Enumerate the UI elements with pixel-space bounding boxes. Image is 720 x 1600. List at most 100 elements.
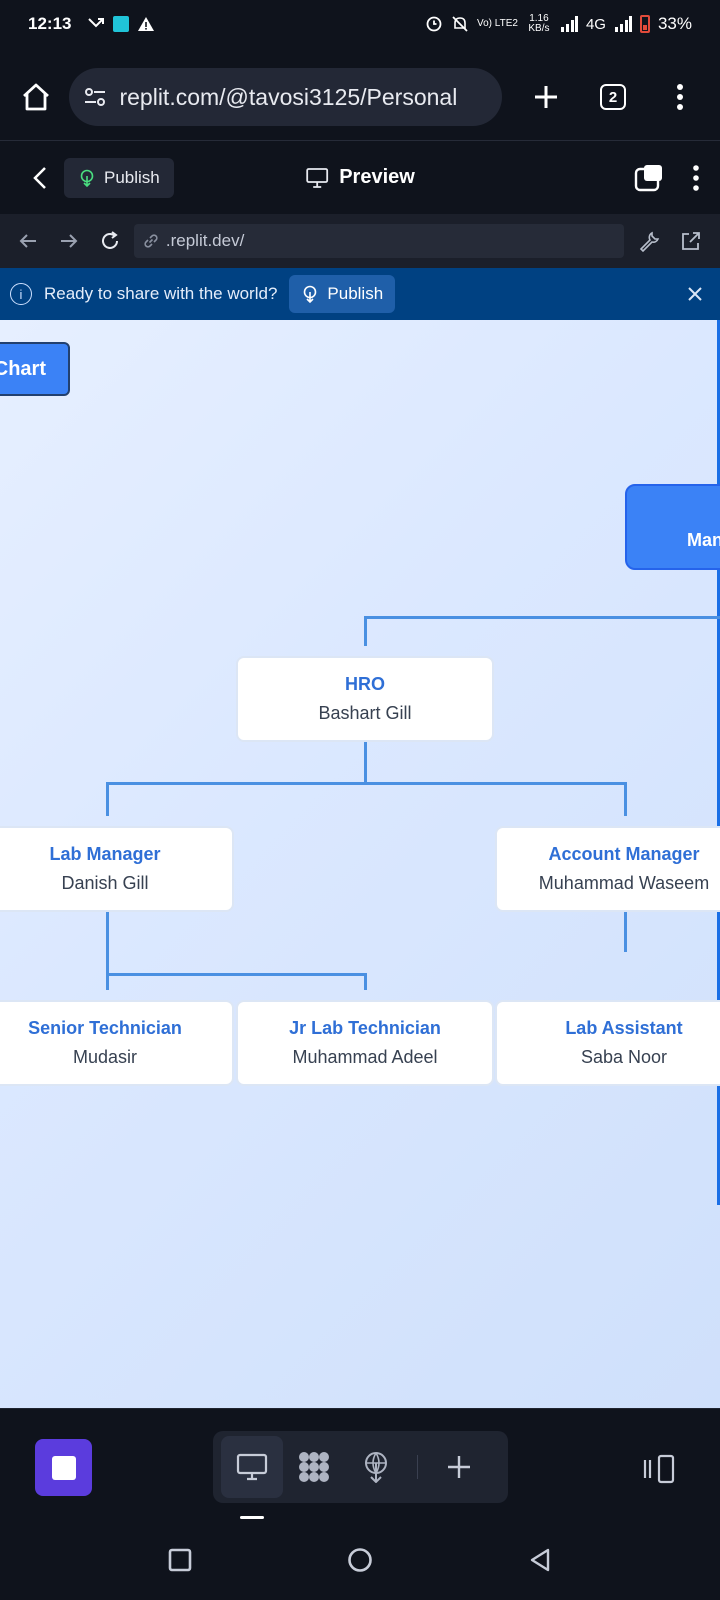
- tool-separator: [417, 1455, 418, 1479]
- node-title: Senior Technician: [28, 1018, 182, 1038]
- node-title: HRO: [345, 674, 385, 694]
- preview-canvas: Chart Man HRO Bashart Gill Lab Manager D…: [0, 320, 720, 1408]
- tab-switcher-button[interactable]: 2: [589, 73, 636, 121]
- address-bar-url: replit.com/@tavosi3125/Personal: [119, 83, 458, 110]
- connector-line: [624, 898, 627, 952]
- connector-line: [364, 616, 367, 646]
- org-node-jr-lab-technician[interactable]: Jr Lab Technician Muhammad Adeel: [236, 1000, 494, 1086]
- site-settings-icon[interactable]: [83, 85, 107, 109]
- new-tab-button[interactable]: [522, 73, 569, 121]
- panel-toggle-icon: [643, 1454, 675, 1484]
- connector-line: [106, 973, 367, 976]
- tool-switcher: [213, 1431, 508, 1503]
- stop-icon: [51, 1455, 76, 1480]
- preview-url-text: .replit.dev/: [165, 231, 245, 250]
- publish-chip-button[interactable]: Publish: [64, 157, 174, 198]
- connector-line: [106, 782, 627, 785]
- status-system-icons: Vo) LTE2 1.16 KB/s 4G 33%: [425, 14, 692, 34]
- tabs-icon[interactable]: [634, 164, 664, 192]
- org-node-hro[interactable]: HRO Bashart Gill: [236, 656, 494, 742]
- open-new-tab-button[interactable]: [674, 224, 708, 258]
- canvas-scrollbar[interactable]: [717, 320, 720, 1205]
- missed-call-icon: [88, 18, 105, 28]
- node-title: Jr Lab Technician: [289, 1018, 441, 1038]
- status-notification-icons: [87, 15, 155, 33]
- publish-globe-icon: [80, 169, 94, 187]
- preview-toolbar: .replit.dev/: [0, 214, 720, 268]
- org-node-lab-assistant[interactable]: Lab Assistant Saba Noor: [495, 1000, 720, 1086]
- home-button[interactable]: [16, 77, 55, 117]
- org-node-account-manager[interactable]: Account Manager Muhammad Waseem: [495, 826, 720, 912]
- banner-publish-button[interactable]: Publish: [289, 275, 396, 313]
- browser-menu-button[interactable]: [657, 73, 704, 121]
- add-tool-button[interactable]: [428, 1436, 490, 1498]
- publish-banner-text: Ready to share with the world?: [44, 284, 278, 303]
- address-bar[interactable]: replit.com/@tavosi3125/Personal: [69, 68, 502, 126]
- preview-url-field[interactable]: .replit.dev/: [133, 224, 624, 258]
- wrench-icon: [639, 231, 660, 252]
- org-node-senior-technician[interactable]: Senior Technician Mudasir: [0, 1000, 234, 1086]
- arrow-right-icon: [60, 234, 78, 248]
- signal-icon-2: [614, 16, 632, 32]
- plus-icon: [534, 86, 557, 108]
- connector-line: [364, 726, 367, 784]
- publish-icon: [365, 1452, 387, 1483]
- monitor-icon: [236, 1453, 268, 1481]
- connector-line: [364, 616, 720, 619]
- node-title: Lab Manager: [49, 844, 161, 864]
- stop-button[interactable]: [35, 1439, 92, 1496]
- deploy-tool-button[interactable]: [345, 1436, 407, 1498]
- connector-line: [106, 782, 109, 816]
- node-title: Account Manager: [548, 844, 700, 864]
- preview-title: Preview: [305, 166, 415, 189]
- active-tab-indicator: [240, 1516, 264, 1519]
- grid-blob-icon: [299, 1452, 329, 1482]
- top-manager-node[interactable]: Man: [625, 484, 720, 570]
- replit-header: Publish Preview: [0, 140, 720, 214]
- preview-reload-button[interactable]: [93, 224, 126, 258]
- info-icon: i: [10, 283, 32, 305]
- panel-toggle-button[interactable]: [640, 1451, 676, 1487]
- home-circle-icon[interactable]: [347, 1547, 373, 1573]
- close-icon: [688, 287, 702, 301]
- chart-toggle-button[interactable]: Chart: [0, 342, 70, 396]
- node-name: Danish Gill: [61, 873, 149, 893]
- plus-icon: [448, 1456, 470, 1478]
- status-bar: 12:13 Vo) LTE2 1.16 KB/s 4G 33%: [0, 0, 720, 48]
- preview-tool-button[interactable]: [221, 1436, 283, 1498]
- monitor-icon: [306, 167, 329, 188]
- tab-count: 2: [599, 84, 626, 110]
- back-triangle-icon[interactable]: [528, 1548, 552, 1572]
- connector-line: [624, 782, 627, 816]
- alarm-icon: [426, 16, 442, 32]
- preview-forward-button[interactable]: [53, 224, 86, 258]
- connector-line: [106, 898, 109, 990]
- preview-back-button[interactable]: [12, 224, 45, 258]
- external-link-icon: [682, 232, 700, 250]
- mute-icon: [452, 16, 468, 32]
- workspace-tool-button[interactable]: [283, 1436, 345, 1498]
- node-name: Bashart Gill: [318, 703, 412, 723]
- android-nav-bar: [0, 1520, 720, 1600]
- preview-title-label: Preview: [339, 166, 415, 188]
- node-name: Mudasir: [72, 1047, 138, 1067]
- node-name: Saba Noor: [580, 1047, 668, 1067]
- header-kebab-icon[interactable]: [692, 164, 700, 192]
- node-name: Muhammad Waseem: [538, 873, 710, 893]
- battery-icon: [639, 15, 650, 33]
- arrow-left-icon: [19, 234, 37, 248]
- battery-percent: 33%: [657, 14, 692, 33]
- status-time: 12:13: [28, 14, 72, 33]
- publish-banner: i Ready to share with the world? Publish: [0, 268, 720, 320]
- volte-indicator: Vo) LTE2: [477, 18, 518, 29]
- replit-bottom-bar: [0, 1408, 720, 1520]
- connector-line: [364, 973, 367, 990]
- org-node-lab-manager[interactable]: Lab Manager Danish Gill: [0, 826, 234, 912]
- devtools-button[interactable]: [632, 224, 666, 258]
- node-name: Muhammad Adeel: [292, 1047, 438, 1067]
- signal-icon: [560, 16, 578, 32]
- banner-close-button[interactable]: [680, 279, 710, 309]
- back-button[interactable]: [20, 158, 60, 198]
- recents-icon[interactable]: [168, 1548, 192, 1572]
- publish-icon: [304, 285, 317, 303]
